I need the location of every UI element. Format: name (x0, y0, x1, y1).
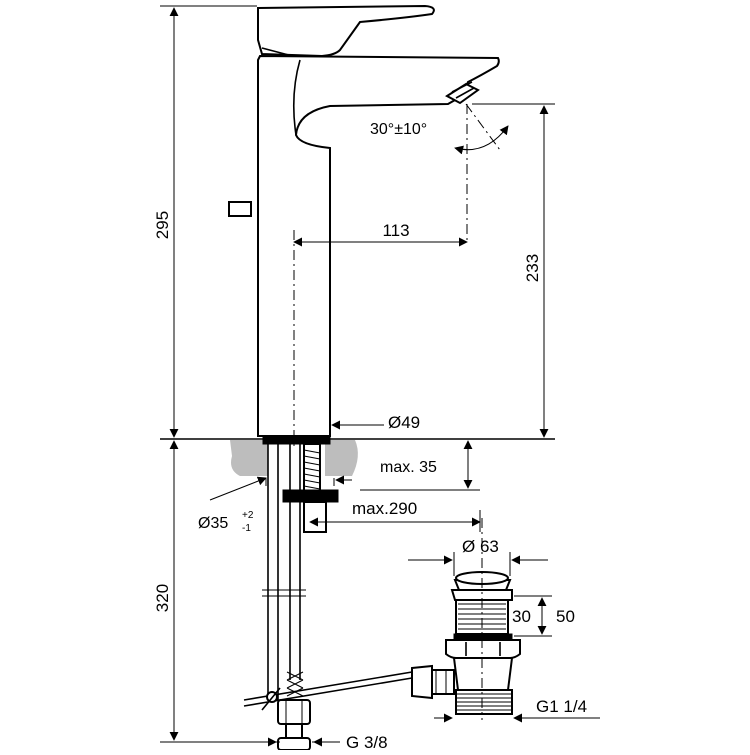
flexible-hose (262, 444, 311, 751)
dim-spout-reach: 113 (382, 221, 409, 240)
dim-hole-tol-minus: -1 (242, 523, 251, 534)
countertop (160, 438, 555, 476)
dim-max-deck-thickness: max. 35 (380, 459, 437, 476)
dim-body-diameter: Ø49 (388, 413, 420, 432)
waste-assembly (411, 571, 521, 715)
dim-waste-adjust-min: 30 (512, 607, 531, 626)
dim-waste-thread: G1 1/4 (536, 697, 587, 716)
dim-spout-height: 233 (523, 254, 542, 282)
dim-waste-diameter: Ø 63 (462, 537, 499, 556)
dim-waste-length: 320 (153, 584, 172, 612)
dim-hole-tol-plus: +2 (242, 510, 254, 521)
linkage-rod (243, 671, 413, 711)
faucet-body (228, 4, 500, 533)
dimension-lines (160, 5, 600, 747)
dim-supply-thread: G 3/8 (346, 733, 388, 750)
dim-aerator-angle: 30°±10° (370, 121, 427, 138)
dim-max-pop-up-rod: max.290 (352, 499, 417, 518)
dim-overall-height: 295 (153, 211, 172, 239)
dim-hole-diameter: Ø35 (198, 515, 228, 532)
dim-waste-adjust-max: 50 (556, 607, 575, 626)
